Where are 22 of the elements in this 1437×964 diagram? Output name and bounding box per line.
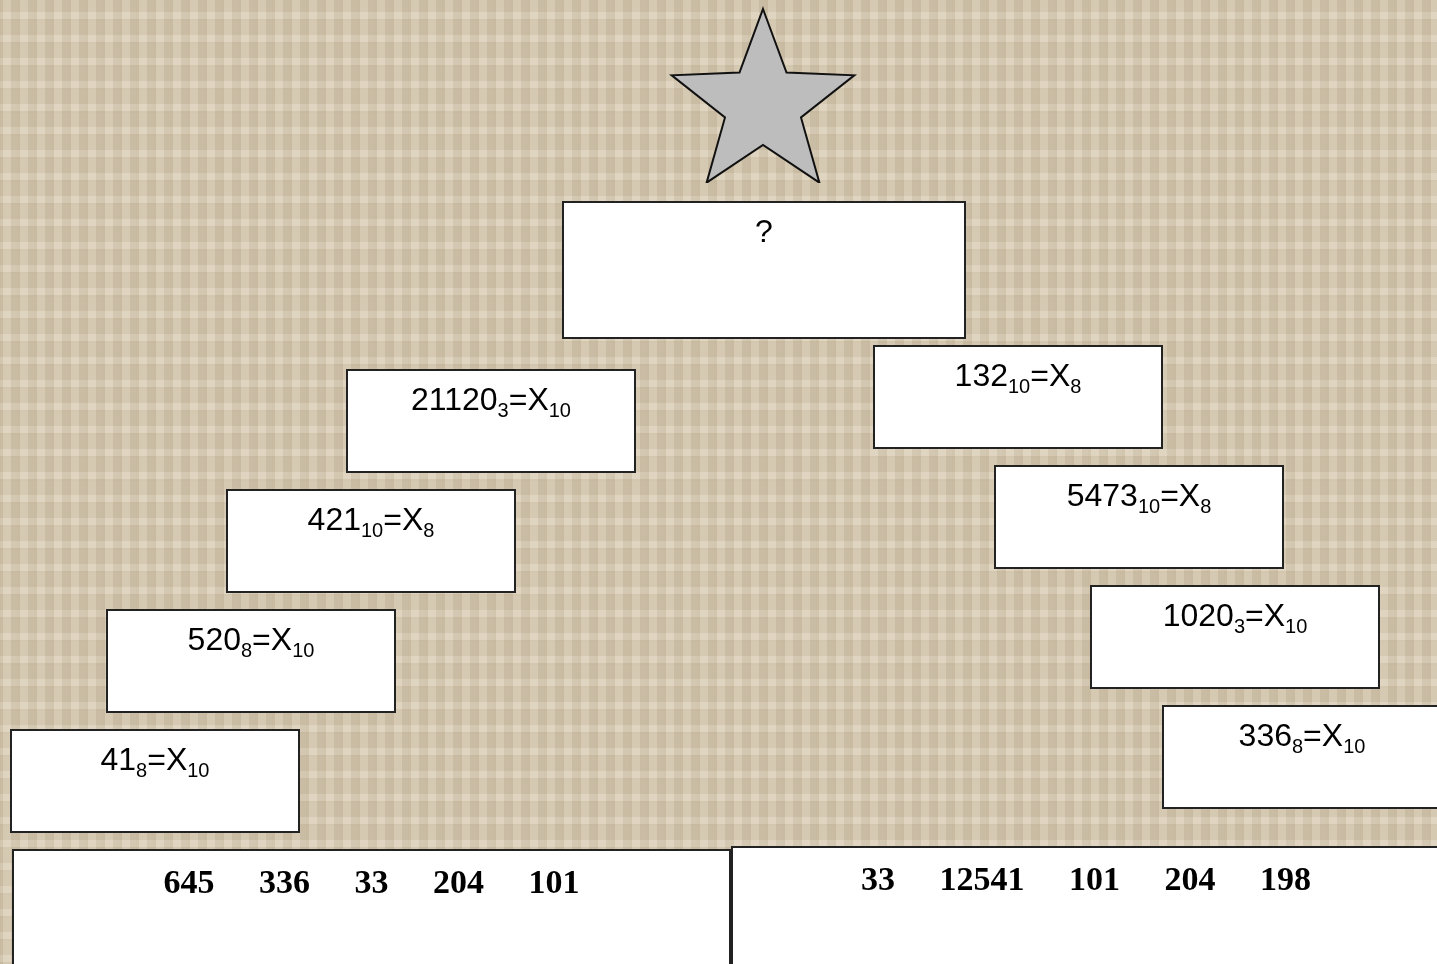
task-box xyxy=(994,465,1284,569)
task-box xyxy=(1090,585,1380,689)
number-list: 645 336 33 204 101 xyxy=(163,863,580,901)
equation: 21120$_{3}$=X$_{10}$ xyxy=(411,381,571,423)
equation: 41$_{8}$=X$_{10}$ xyxy=(100,741,210,783)
equation: 336$_{8}$=X$_{10}$ xyxy=(1238,717,1366,759)
task-box xyxy=(226,489,516,593)
equation: 421$_{10}$=X$_{8}$ xyxy=(307,501,435,543)
number-list: 33 12541 101 204 198 xyxy=(861,860,1311,898)
task-box xyxy=(873,345,1163,449)
task-box xyxy=(10,729,300,833)
answer-box xyxy=(731,846,1437,964)
task-box xyxy=(1162,705,1437,809)
equation: 5473$_{10}$=X$_{8}$ xyxy=(1066,477,1212,519)
equation: 1020$_{3}$=X$_{10}$ xyxy=(1162,597,1308,639)
equation: 520$_{8}$=X$_{10}$ xyxy=(187,621,315,663)
task-box xyxy=(106,609,396,713)
task-box xyxy=(346,369,636,473)
equation: 132$_{10}$=X$_{8}$ xyxy=(954,357,1082,399)
answer-box xyxy=(12,849,731,964)
task-box xyxy=(562,201,966,339)
question-mark: ? xyxy=(755,213,773,250)
